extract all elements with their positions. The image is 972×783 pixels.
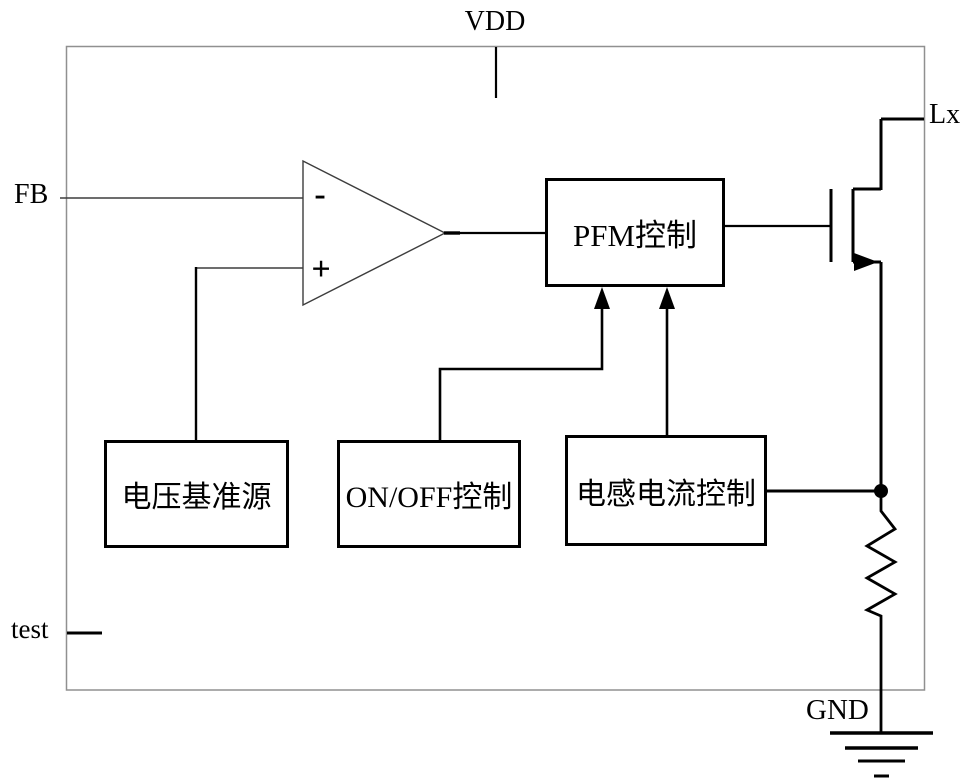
pin-label-fb: FB xyxy=(14,179,49,210)
mosfet-source-arrow xyxy=(854,253,878,271)
pin-label-gnd: GND xyxy=(806,694,869,726)
block-onoff-control: ON/OFF控制 xyxy=(337,440,521,548)
block-pfm-control: PFM控制 xyxy=(545,178,725,287)
block-inductor-current-control: 电感电流控制 xyxy=(565,435,767,546)
inductor-current-arrowhead xyxy=(659,287,675,309)
opamp-minus-sign: - xyxy=(314,176,326,213)
block-voltage-reference: 电压基准源 xyxy=(104,440,289,548)
onoff-to-pfm-wire xyxy=(438,294,604,441)
junction-dot xyxy=(874,484,888,498)
pin-label-lx: Lx xyxy=(929,99,961,130)
opamp-plus-sign: + xyxy=(311,251,331,288)
opamp-triangle xyxy=(302,159,447,307)
onoff-arrowhead xyxy=(594,287,610,309)
sense-resistor xyxy=(863,497,898,733)
pin-label-vdd: VDD xyxy=(464,6,526,37)
chip-boundary xyxy=(65,45,926,691)
pin-label-test: test xyxy=(11,614,49,644)
